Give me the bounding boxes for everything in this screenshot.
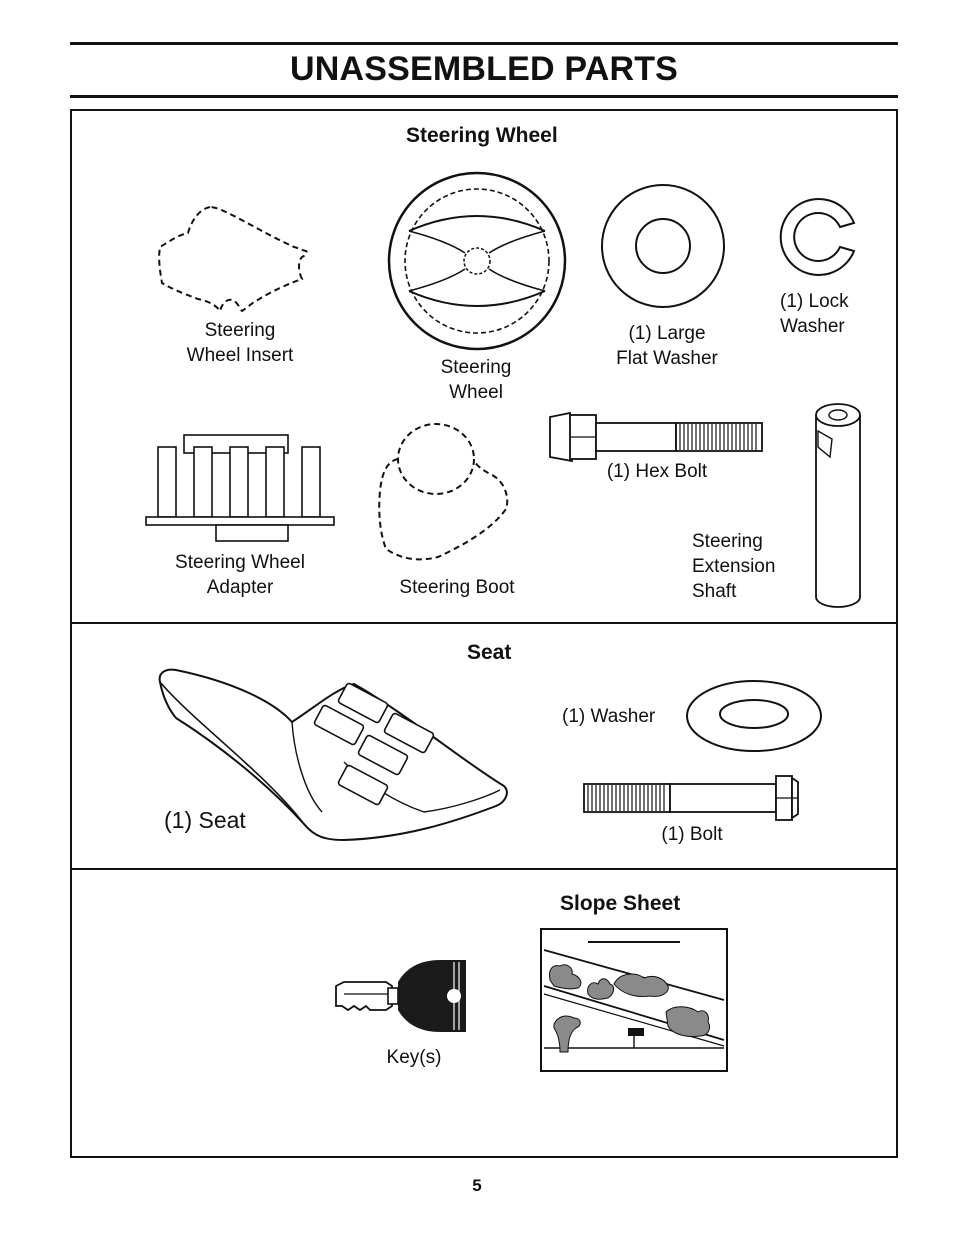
steering-wheel-insert-illustration — [158, 205, 308, 314]
misc-parts-panel: Slope Sheet Key(s) — [70, 868, 898, 1158]
large-flat-washer-illustration — [601, 184, 725, 308]
page-title: UNASSEMBLED PARTS — [289, 50, 679, 88]
steering-wheel-adapter-illustration — [145, 434, 335, 542]
lock-washer-illustration — [779, 198, 856, 276]
seat-bolt-label: (1) Bolt — [661, 824, 723, 845]
seat-parts-panel: Seat (1) Seat (1) Washer — [70, 622, 898, 870]
seat-washer-label: (1) Washer — [562, 706, 656, 727]
top-rule — [70, 42, 898, 45]
keys-label: Key(s) — [386, 1047, 442, 1068]
title-underline — [70, 95, 898, 98]
steering-boot-illustration — [378, 423, 509, 561]
steering-heading: Steering Wheel — [406, 124, 558, 147]
seat-bolt-illustration — [583, 775, 799, 821]
seat-label: (1) Seat — [164, 807, 246, 833]
steering-wheel-illustration — [387, 171, 567, 351]
steering-extension-shaft-label: Steering Extension Shaft — [692, 531, 776, 602]
large-flat-washer-label: (1) Large Flat Washer — [616, 323, 718, 369]
steering-wheel-insert-label: Steering Wheel Insert — [186, 320, 294, 366]
hex-bolt-illustration — [549, 411, 763, 463]
steering-extension-shaft-illustration — [815, 403, 861, 608]
seat-heading: Seat — [467, 641, 512, 664]
steering-boot-label: Steering Boot — [399, 577, 515, 598]
slope-sheet-illustration — [540, 928, 728, 1072]
slope-sheet-heading: Slope Sheet — [560, 892, 681, 915]
steering-wheel-adapter-label: Steering Wheel Adapter — [175, 552, 305, 598]
key-illustration — [335, 960, 466, 1032]
seat-illustration — [158, 668, 508, 842]
page-number: 5 — [472, 1176, 482, 1195]
steering-parts-panel: Steering Wheel Steering Wheel Insert Ste… — [70, 109, 898, 624]
seat-washer-illustration — [686, 680, 822, 752]
lock-washer-label: (1) Lock Washer — [780, 291, 849, 337]
steering-wheel-label: Steering Wheel — [440, 357, 512, 403]
hex-bolt-label: (1) Hex Bolt — [606, 461, 708, 482]
